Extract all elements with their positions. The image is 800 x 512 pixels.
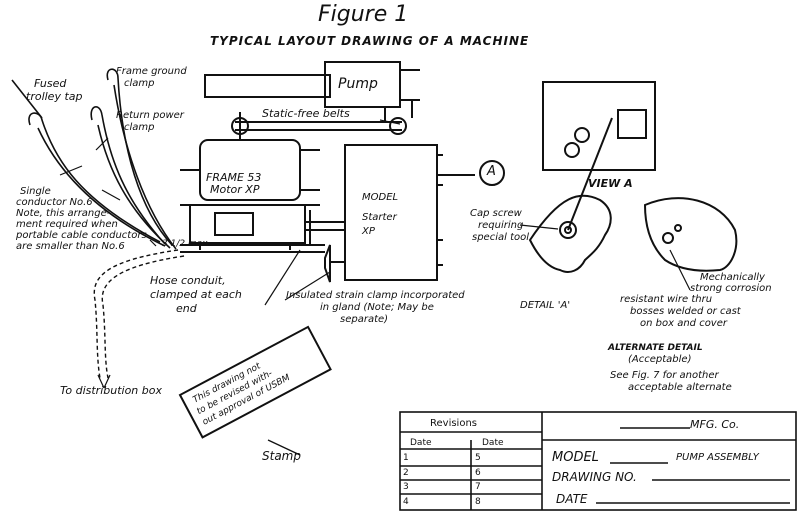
alternate-detail: [643, 197, 738, 272]
rev-row-5: 5: [475, 453, 481, 463]
single-conductor-note-6: are smaller than No.6: [16, 241, 125, 252]
callout-a-label: A: [487, 164, 496, 179]
drawing-no-label: DRAWING NO.: [552, 470, 637, 484]
mech-strong-label-3: resistant wire thru: [620, 294, 713, 305]
insulated-clamp-label-1: Insulated strain clamp incorporated: [286, 290, 465, 301]
starter-label-1: MODEL: [362, 192, 399, 203]
mech-strong-label-4: bosses welded or cast: [630, 306, 741, 317]
date-label: DATE: [556, 492, 588, 506]
stamp-box: [178, 325, 332, 439]
title-block-frame: [399, 411, 797, 511]
rev-row-2: 2: [403, 468, 409, 478]
pump-label: Pump: [338, 76, 378, 92]
rev-row-8: 8: [475, 497, 481, 507]
stamp-label: Stamp: [262, 449, 301, 463]
motor: [180, 139, 320, 250]
figure-subtitle: TYPICAL LAYOUT DRAWING OF A MACHINE: [210, 34, 530, 48]
distribution-cable: [93, 249, 185, 379]
detail-a-label: DETAIL 'A': [520, 300, 571, 311]
frame-ground-label-2: clamp: [124, 78, 155, 89]
leader-lines: [59, 119, 691, 306]
fused-label-1: Fused: [34, 77, 67, 90]
revisions-header: Revisions: [430, 418, 478, 429]
rev-row-7: 7: [475, 482, 481, 492]
model-label: MODEL: [552, 450, 599, 465]
trailing-cables: [11, 68, 177, 250]
motor-frame-label: FRAME 53: [206, 171, 262, 184]
rev-row-4: 4: [403, 497, 409, 507]
single-conductor-note-4: ment required when: [16, 219, 118, 230]
company-label: MFG. Co.: [690, 418, 740, 431]
single-conductor-note-3: Note, this arrange-: [16, 208, 111, 219]
hose-label-1: Hose conduit,: [150, 274, 226, 287]
cap-screw-label-1: Cap screw: [470, 208, 522, 219]
static-belts-label: Static-free belts: [262, 107, 350, 120]
rev-row-1: 1: [403, 453, 409, 463]
mech-strong-label-1: Mechanically: [700, 272, 765, 283]
date-col-1: Date: [410, 438, 432, 448]
alt-detail-label-2: (Acceptable): [628, 354, 692, 365]
see-fig-label-1: See Fig. 7 for another: [610, 370, 719, 381]
insulated-clamp-label-2: in gland (Note; May be: [320, 302, 434, 313]
callout-circle: [479, 160, 505, 186]
date-col-2: Date: [482, 438, 504, 448]
return-power-label-2: clamp: [124, 122, 155, 133]
motor-model-label: Motor XP: [210, 183, 260, 196]
rev-row-6: 6: [475, 468, 481, 478]
view-a-label: VIEW A: [588, 177, 633, 190]
dimension-label: 3 1/2 max.: [162, 239, 211, 249]
detail-a: [528, 117, 613, 273]
distribution-label: To distribution box: [60, 384, 162, 397]
model-value: PUMP ASSEMBLY: [676, 452, 759, 463]
return-power-label-1: Return power: [116, 110, 184, 121]
starter-label-3: XP: [362, 226, 375, 237]
insulated-clamp-label-3: separate): [340, 314, 389, 325]
starter-label-2: Starter: [362, 212, 397, 223]
single-conductor-note-5: portable cable conductors: [16, 230, 147, 241]
single-conductor-note-1: Single: [20, 186, 51, 197]
alt-detail-label-1: ALTERNATE DETAIL: [608, 343, 703, 353]
cap-screw-label-2: requiring: [478, 220, 524, 231]
fused-label-2: trolley tap: [26, 90, 83, 103]
pump: [204, 61, 420, 122]
view-a-panel: [542, 81, 656, 171]
single-conductor-note-2: conductor No.6: [16, 197, 93, 208]
belt-pulley: [231, 112, 407, 140]
mech-strong-label-5: on box and cover: [640, 318, 727, 329]
conduit: [180, 210, 345, 283]
figure-title: Figure 1: [318, 2, 409, 27]
cap-screw-label-3: special tool: [472, 232, 530, 243]
mech-strong-label-2: strong corrosion: [690, 283, 772, 294]
rev-row-3: 3: [403, 482, 409, 492]
frame-ground-label-1: Frame ground: [116, 66, 187, 77]
hose-label-3: end: [176, 302, 197, 315]
see-fig-label-2: acceptable alternate: [628, 382, 732, 393]
hose-label-2: clamped at each: [150, 288, 242, 301]
